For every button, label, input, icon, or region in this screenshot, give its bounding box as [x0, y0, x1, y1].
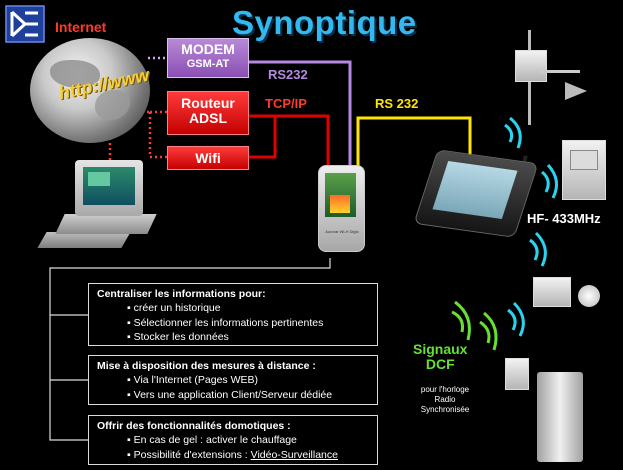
- dcf-note: pour l'horloge Radio Synchronisée: [405, 385, 485, 415]
- info-item: Possibilité d'extensions : Vidéo-Surveil…: [97, 448, 371, 462]
- computer-screen-window: [88, 172, 110, 186]
- station-rs232-link: [356, 116, 472, 168]
- info-box-centralize: Centraliser les informations pour: créer…: [88, 283, 378, 346]
- info-item-text: Possibilité d'extensions :: [133, 448, 251, 461]
- info-item: Stocker les données: [97, 330, 371, 344]
- modem-label: MODEM: [181, 41, 235, 57]
- info-box-heading: Mise à disposition des mesures à distanc…: [97, 360, 316, 372]
- router-sublabel: ADSL: [188, 109, 228, 126]
- router-tcpip-link: [247, 114, 330, 168]
- rs232-station-label: RS 232: [375, 96, 419, 111]
- rs232-modem-label: RS232: [268, 67, 308, 82]
- info-item: Via l'Internet (Pages WEB): [97, 373, 371, 387]
- modem-rs232-link: [247, 60, 352, 168]
- modem-box: MODEM GSM-AT: [167, 38, 249, 78]
- internet-globe-icon: [30, 38, 150, 143]
- wifi-link: [247, 116, 277, 159]
- info-item: En cas de gel : activer le chauffage: [97, 433, 371, 447]
- keyboard-icon: [37, 232, 131, 248]
- info-item: Sélectionner les informations pertinente…: [97, 316, 371, 330]
- wifi-box: Wifi: [167, 146, 249, 170]
- info-box-heading: Centraliser les informations pour:: [97, 288, 266, 300]
- dcf-note-line2: Radio: [434, 395, 456, 404]
- tcpip-label: TCP/IP: [265, 96, 307, 111]
- dcf-note-line3: Synchronisée: [420, 405, 470, 414]
- page-title: Synoptique: [232, 4, 417, 41]
- dcf-note-line1: pour l'horloge: [420, 385, 470, 394]
- wind-vane-arm: [540, 70, 580, 73]
- anemometer-sensor-icon: [515, 50, 547, 82]
- thermo-hygrometer-icon: [562, 140, 606, 200]
- hf-signal-arcs: [504, 116, 559, 337]
- router-label: Routeur: [181, 95, 235, 111]
- pc-router-dotted-link: [108, 110, 167, 160]
- router-box: Routeur ADSL: [167, 91, 249, 135]
- uv-sensor-icon: [578, 285, 600, 307]
- internet-label: Internet: [55, 19, 107, 35]
- computer-case-icon: [55, 214, 157, 234]
- dcf-signal-arcs: [451, 300, 498, 351]
- dcf-label-line1: Signaux: [413, 341, 468, 357]
- info-item: Vers une application Client/Serveur dédi…: [97, 388, 371, 402]
- temperature-sensor-icon: [533, 277, 571, 307]
- company-logo: [5, 5, 45, 43]
- modem-sublabel: GSM-AT: [186, 57, 230, 70]
- thermo-hygrometer-display: [570, 150, 598, 170]
- info-box-home-automation: Offrir des fonctionnalités domotiques : …: [88, 415, 378, 465]
- hf-frequency-label: HF- 433MHz: [527, 211, 601, 226]
- info-box-remote-access: Mise à disposition des mesures à distanc…: [88, 355, 378, 405]
- info-bracket: [49, 258, 331, 441]
- outdoor-sensor-icon: [505, 358, 529, 390]
- video-surveillance-text: Vidéo-Surveillance: [250, 448, 338, 461]
- info-box-heading: Offrir des fonctionnalités domotiques :: [97, 420, 291, 432]
- globe-continent: [50, 60, 100, 88]
- info-item: créer un historique: [97, 301, 371, 315]
- dcf-signal-label: Signaux DCF: [413, 341, 468, 373]
- data-logger-chart: [330, 195, 350, 213]
- data-logger-brand: Aurorar WLH Diglo: [325, 229, 359, 234]
- rain-gauge-icon: [537, 372, 583, 462]
- dcf-label-line2: DCF: [425, 356, 455, 373]
